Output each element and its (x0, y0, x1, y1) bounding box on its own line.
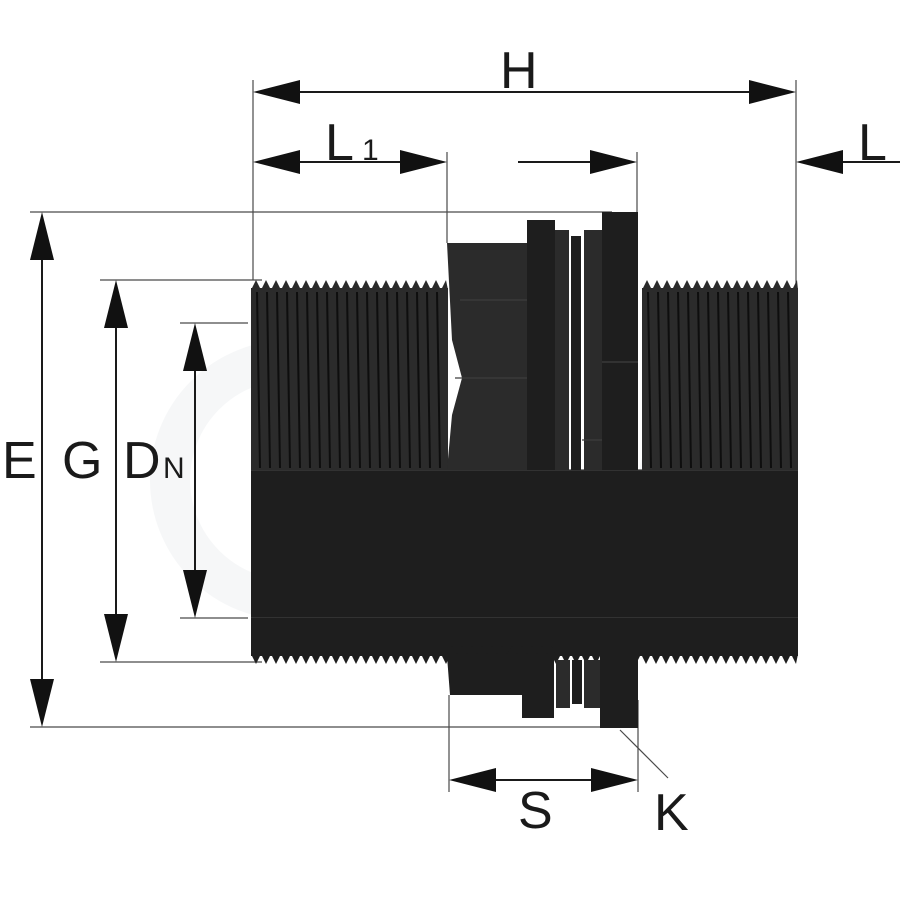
arrow-h-right (749, 80, 796, 104)
thread-groove (767, 291, 772, 469)
gasket-bottom (572, 660, 582, 704)
arrow-l1-left (253, 150, 300, 174)
thread-groove (436, 291, 441, 469)
arrow-h-left (253, 80, 300, 104)
thread-groove (687, 291, 692, 469)
leader-k (619, 729, 669, 779)
dimension-lines (30, 80, 900, 792)
fitting-body (251, 212, 798, 728)
label-l1-sub: 1 (362, 134, 379, 167)
thread-groove (757, 291, 762, 469)
left-thread-teeth (251, 280, 448, 290)
pipe-body (251, 470, 798, 620)
label-l: L (858, 114, 887, 172)
thread-groove (296, 291, 301, 469)
thread-groove (707, 291, 712, 469)
arrow-g-top (104, 280, 128, 328)
washer-3-bottom (584, 660, 600, 708)
thread-groove (346, 291, 351, 469)
washer-1-bottom (522, 656, 554, 718)
label-s: S (518, 782, 553, 840)
extension-lines (30, 80, 797, 792)
arrow-dn-top (183, 323, 207, 371)
thread-groove (737, 291, 742, 469)
label-l1: L (325, 114, 354, 172)
arrow-dn-bottom (183, 570, 207, 618)
thread-groove (677, 291, 682, 469)
thread-groove (697, 291, 702, 469)
thread-groove (286, 291, 291, 469)
right-thread-teeth (642, 280, 798, 290)
dimension-labels: H L 1 L E G D N S K (2, 42, 887, 842)
hex-nut (447, 243, 527, 470)
lower-thread-band (251, 618, 798, 656)
thread-groove (306, 291, 311, 469)
thread-groove (787, 291, 792, 469)
arrow-flange-right (590, 150, 637, 174)
thread-groove (316, 291, 321, 469)
flange (602, 212, 638, 470)
hex-nut-bottom (447, 656, 527, 695)
thread-groove (416, 291, 421, 469)
thread-groove (727, 291, 732, 469)
thread-groove (667, 291, 672, 469)
thread-groove (256, 291, 261, 469)
thread-groove (717, 291, 722, 469)
label-e: E (2, 432, 37, 490)
thread-groove (747, 291, 752, 469)
arrow-l-left (796, 150, 843, 174)
thread-groove (376, 291, 381, 469)
arrow-s-left (449, 768, 496, 792)
label-k: K (654, 784, 689, 842)
thread-groove (777, 291, 782, 469)
gasket (571, 236, 581, 470)
label-dn-sub: N (163, 452, 185, 485)
arrow-s-right (591, 768, 638, 792)
thread-groove (336, 291, 341, 469)
arrow-g-bottom (104, 614, 128, 662)
label-g: G (62, 432, 102, 490)
thread-groove (326, 291, 331, 469)
thread-groove (266, 291, 271, 469)
nut-bottom-teeth (447, 646, 555, 654)
thread-groove (356, 291, 361, 469)
thread-groove (657, 291, 662, 469)
arrow-e-top (30, 212, 54, 260)
washer-2-bottom (556, 660, 570, 708)
thread-groove (386, 291, 391, 469)
washer-1 (527, 220, 555, 470)
thread-groove (647, 291, 652, 469)
label-dn: D (123, 432, 161, 490)
flange-bottom (600, 656, 638, 728)
washer-3 (584, 230, 602, 470)
arrow-e-bottom (30, 679, 54, 727)
thread-groove (406, 291, 411, 469)
thread-groove (276, 291, 281, 469)
arrow-l1-right (400, 150, 447, 174)
thread-groove (426, 291, 431, 469)
label-h: H (500, 42, 538, 100)
washer-2 (555, 230, 569, 470)
thread-groove (396, 291, 401, 469)
thread-groove (366, 291, 371, 469)
